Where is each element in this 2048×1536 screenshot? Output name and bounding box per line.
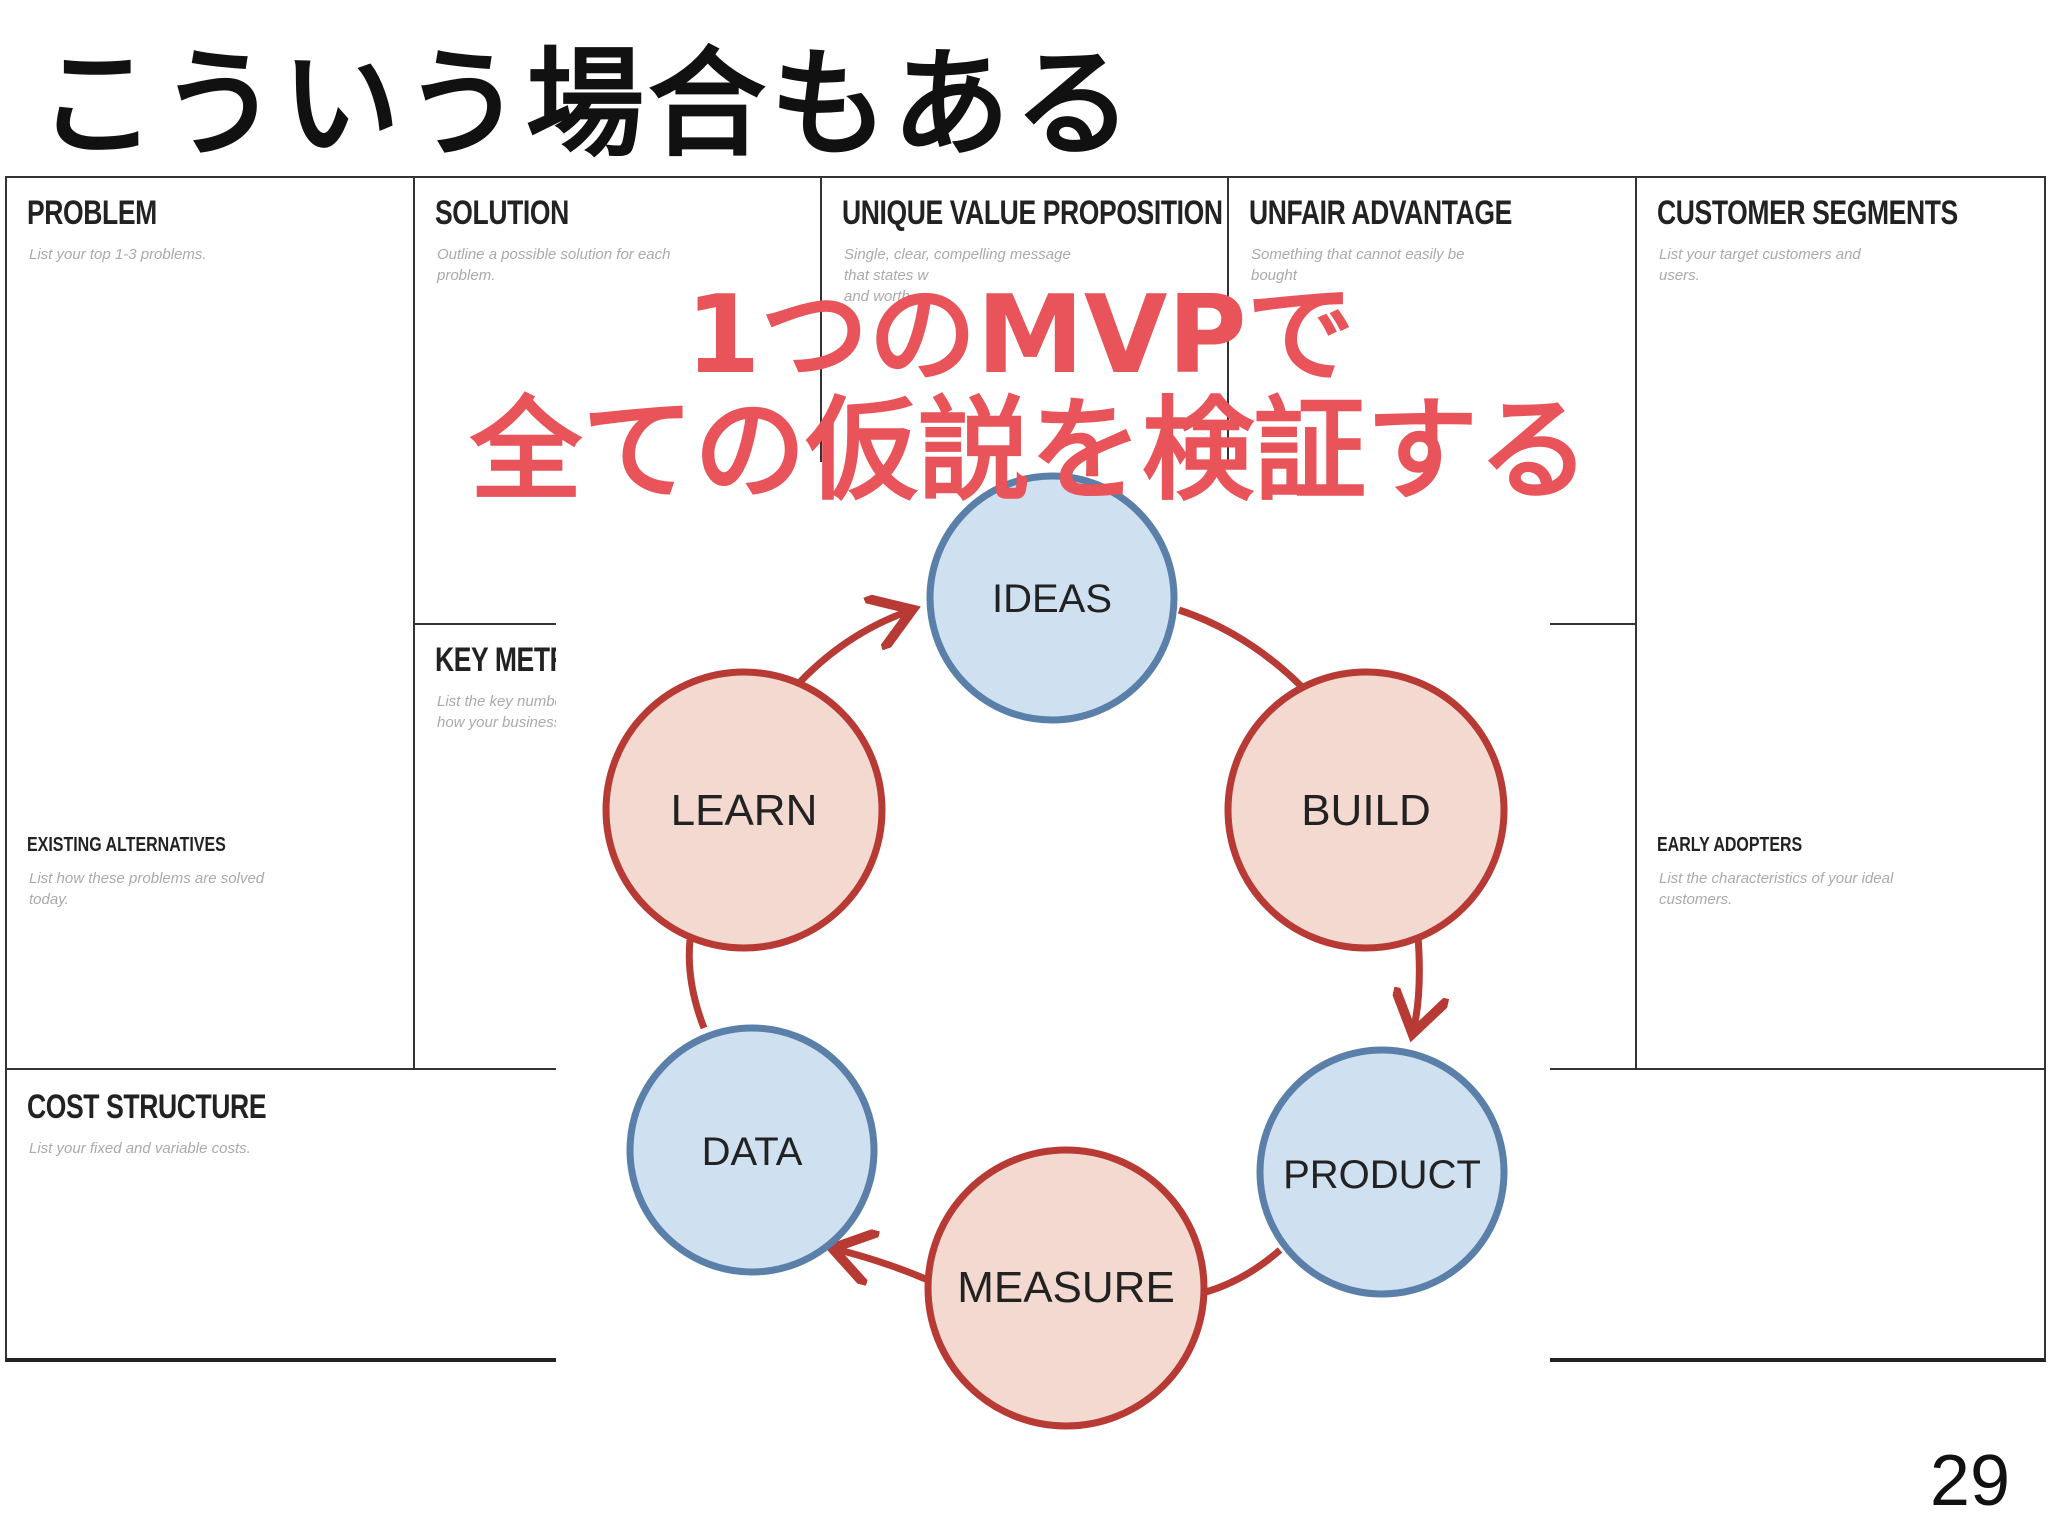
arrow-build-product (1414, 935, 1419, 1027)
uvp-title: UNIQUE VALUE PROPOSITION (842, 194, 1223, 232)
customer-segments-title: CUSTOMER SEGMENTS (1657, 194, 1958, 232)
page-number: 29 (1929, 1441, 2010, 1521)
key-metrics-hint: List the key numbe how your business (437, 693, 563, 731)
solution-hint: Outline a possible solution for each pro… (437, 246, 671, 284)
measure-label: MEASURE (957, 1263, 1175, 1312)
product-label: PRODUCT (1283, 1153, 1481, 1197)
cost-structure-title: COST STRUCTURE (27, 1088, 267, 1126)
connector-ideas-build (1177, 606, 1304, 689)
learn-node: LEARN (602, 668, 886, 952)
arrow-measure-data (839, 1250, 930, 1280)
early-adopters-hint: List the characteristics of your ideal c… (1659, 870, 1894, 908)
ideas-label: IDEAS (992, 577, 1112, 621)
caption-line1: 1つのMVPで (685, 273, 1355, 398)
connector-data-learn (685, 939, 708, 1030)
problem-title: PROBLEM (27, 194, 157, 232)
build-node: BUILD (1224, 668, 1508, 952)
existing-alternatives-hint: List how these problems are solved today… (29, 870, 265, 908)
data-label: DATA (702, 1130, 803, 1174)
ideas-node: IDEAS (926, 472, 1178, 724)
unfair-advantage-hint: Something that cannot easily be bought (1251, 246, 1465, 284)
solution-title: SOLUTION (435, 194, 569, 232)
cost-structure-hint: List your fixed and variable costs. (29, 1140, 251, 1157)
connector-product-measure (1204, 1247, 1283, 1296)
early-adopters-title: EARLY ADOPTERS (1657, 834, 1803, 856)
existing-alternatives-title: EXISTING ALTERNATIVES (27, 834, 226, 856)
product-node: PRODUCT (1256, 1046, 1508, 1298)
problem-hint: List your top 1-3 problems. (29, 246, 207, 263)
key-metrics-title: KEY METR (435, 641, 569, 679)
data-node: DATA (626, 1024, 878, 1276)
uvp-hint: Single, clear, compelling message that s… (844, 246, 1071, 305)
cycle-svg: IDEAS BUILD PRODUCT MEASURE DATA LEARN (602, 472, 1508, 1430)
build-label: BUILD (1301, 786, 1431, 835)
canvas-divider (1227, 178, 1229, 623)
caption-line2: 全ての仮説を検証する (470, 386, 1590, 516)
unfair-advantage-title: UNFAIR ADVANTAGE (1249, 194, 1512, 232)
slide-title: こういう場合もある (38, 35, 1137, 173)
build-measure-learn-diagram: IDEAS BUILD PRODUCT MEASURE DATA LEARN (556, 462, 1550, 1536)
arrow-learn-ideas (797, 612, 906, 685)
customer-segments-hint: List your target customers and users. (1659, 246, 1861, 284)
learn-label: LEARN (671, 786, 818, 835)
measure-node: MEASURE (924, 1146, 1208, 1430)
